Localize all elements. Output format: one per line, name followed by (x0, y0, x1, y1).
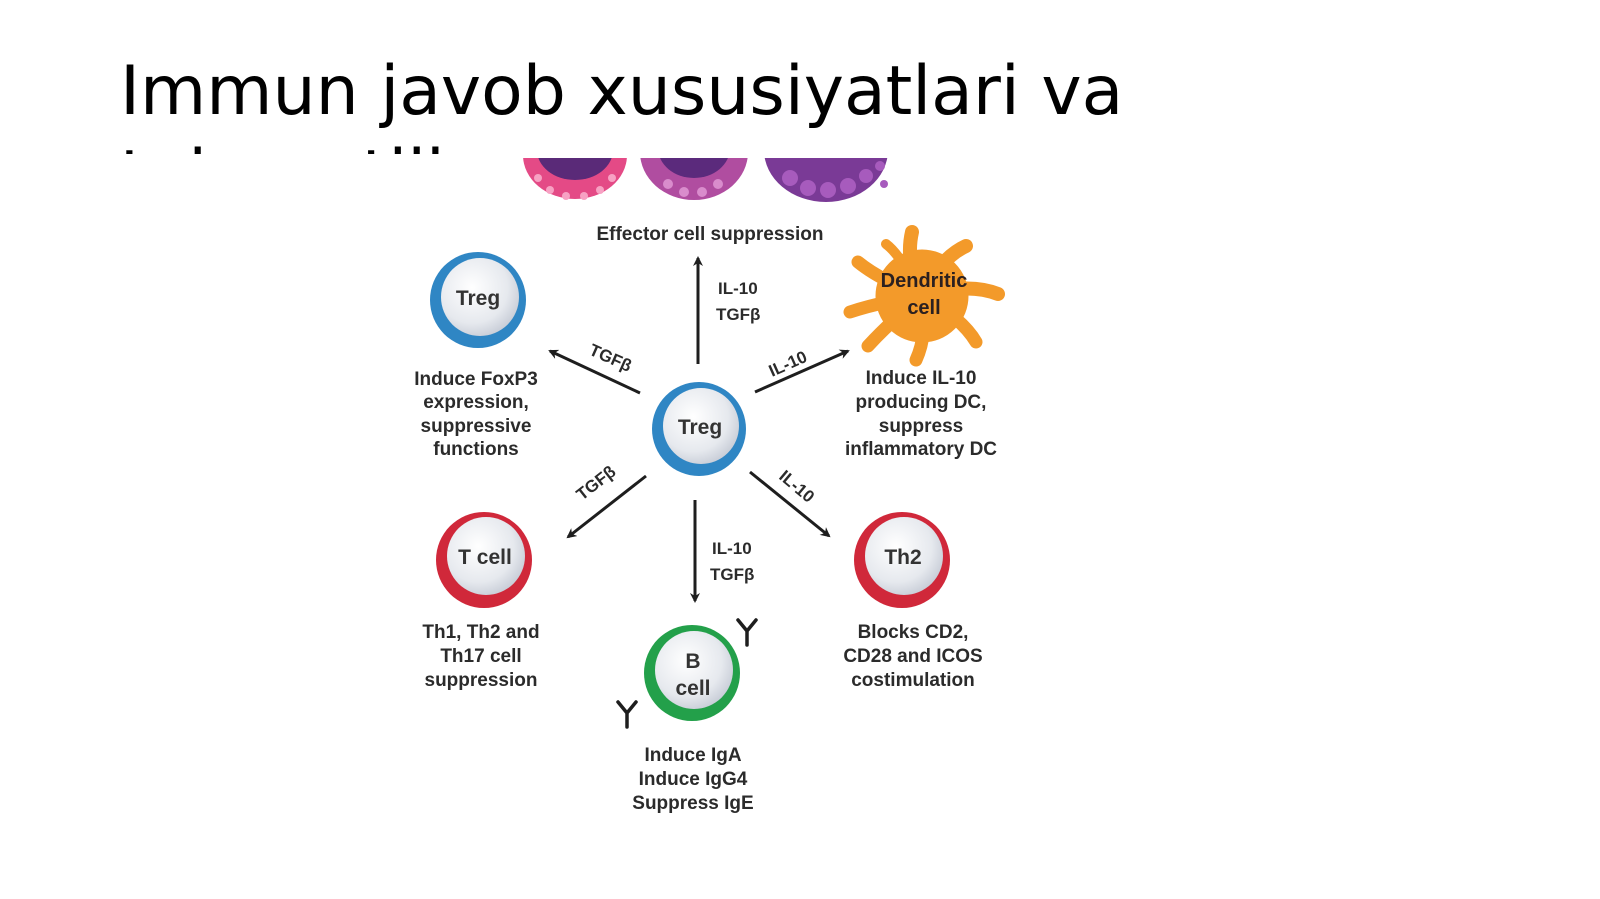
t-cell-label: T cell (458, 546, 512, 569)
th2-cell-label: Th2 (884, 546, 921, 569)
slide-title-line-1: Immun javob xususiyatlari va (120, 52, 1124, 131)
b-cell-label-line: cell (675, 677, 710, 700)
dc-desc-line: inflammatory DC (845, 439, 997, 460)
cytokine-upper-right: IL-10 (766, 347, 810, 380)
th2-desc-line: CD28 and ICOS (843, 646, 982, 667)
b-cell: B cell (644, 625, 740, 721)
dendritic-cell-label-line: cell (907, 297, 940, 319)
cytokine-up-tgfb: TGFβ (716, 305, 760, 324)
dc-desc-line: suppress (879, 416, 963, 437)
arrow-upper-left (548, 349, 641, 395)
cytokine-down-il10: IL-10 (712, 539, 752, 558)
th2-desc-line: costimulation (851, 670, 975, 691)
t-cell-description: Th1, Th2 and Th17 cell suppression (422, 622, 539, 691)
slide-title-line-2: tolerantlik (120, 134, 1420, 154)
th2-cell: Th2 (854, 512, 950, 608)
effector-cells-image (523, 158, 888, 202)
slide-title: Immun javob xususiyatlari va tolerantlik (120, 50, 1420, 154)
cytokine-lower-left: TGFβ (573, 462, 620, 504)
th2-desc-line: Blocks CD2, (858, 622, 969, 643)
treg-cell-label: Treg (456, 287, 500, 310)
treg-desc-line: Induce FoxP3 (414, 369, 538, 390)
arrows (548, 256, 850, 603)
b-cell-description: Induce IgA Induce IgG4 Suppress IgE (632, 745, 753, 814)
dendritic-cell: Dendritic cell (843, 225, 1005, 367)
treg-cell: Treg (430, 252, 526, 348)
bcell-desc-line: Induce IgA (644, 745, 741, 766)
th2-description: Blocks CD2, CD28 and ICOS costimulation (843, 622, 982, 691)
cytokine-lower-right: IL-10 (775, 467, 818, 507)
arrow-upper-right (754, 349, 850, 394)
treg-description: Induce FoxP3 expression, suppressive fun… (414, 369, 538, 460)
center-treg-label: Treg (678, 416, 722, 439)
treg-desc-line: suppressive (421, 416, 532, 437)
treg-desc-line: expression, (423, 392, 529, 413)
antibody-icon (616, 700, 638, 729)
dendritic-description: Induce IL-10 producing DC, suppress infl… (845, 368, 997, 460)
dc-desc-line: producing DC, (856, 392, 987, 413)
cytokine-up-il10: IL-10 (718, 279, 758, 298)
tcell-desc-line: suppression (425, 670, 538, 691)
bcell-desc-line: Induce IgG4 (639, 769, 748, 790)
b-cell-label-line: B (685, 650, 700, 673)
antibody-icon (736, 618, 758, 647)
arrow-lower-left (566, 474, 647, 539)
cytokine-down-tgfb: TGFβ (710, 565, 754, 584)
bcell-desc-line: Suppress IgE (632, 793, 753, 814)
t-cell: T cell (436, 512, 532, 608)
treg-desc-line: functions (433, 439, 519, 460)
center-treg-cell: Treg (652, 382, 746, 476)
tcell-desc-line: Th1, Th2 and (422, 622, 539, 643)
effector-suppression-label: Effector cell suppression (596, 224, 823, 245)
dc-desc-line: Induce IL-10 (866, 368, 977, 389)
arrow-lower-right (749, 470, 831, 538)
tcell-desc-line: Th17 cell (440, 646, 521, 667)
dendritic-cell-label-line: Dendritic (881, 270, 968, 292)
